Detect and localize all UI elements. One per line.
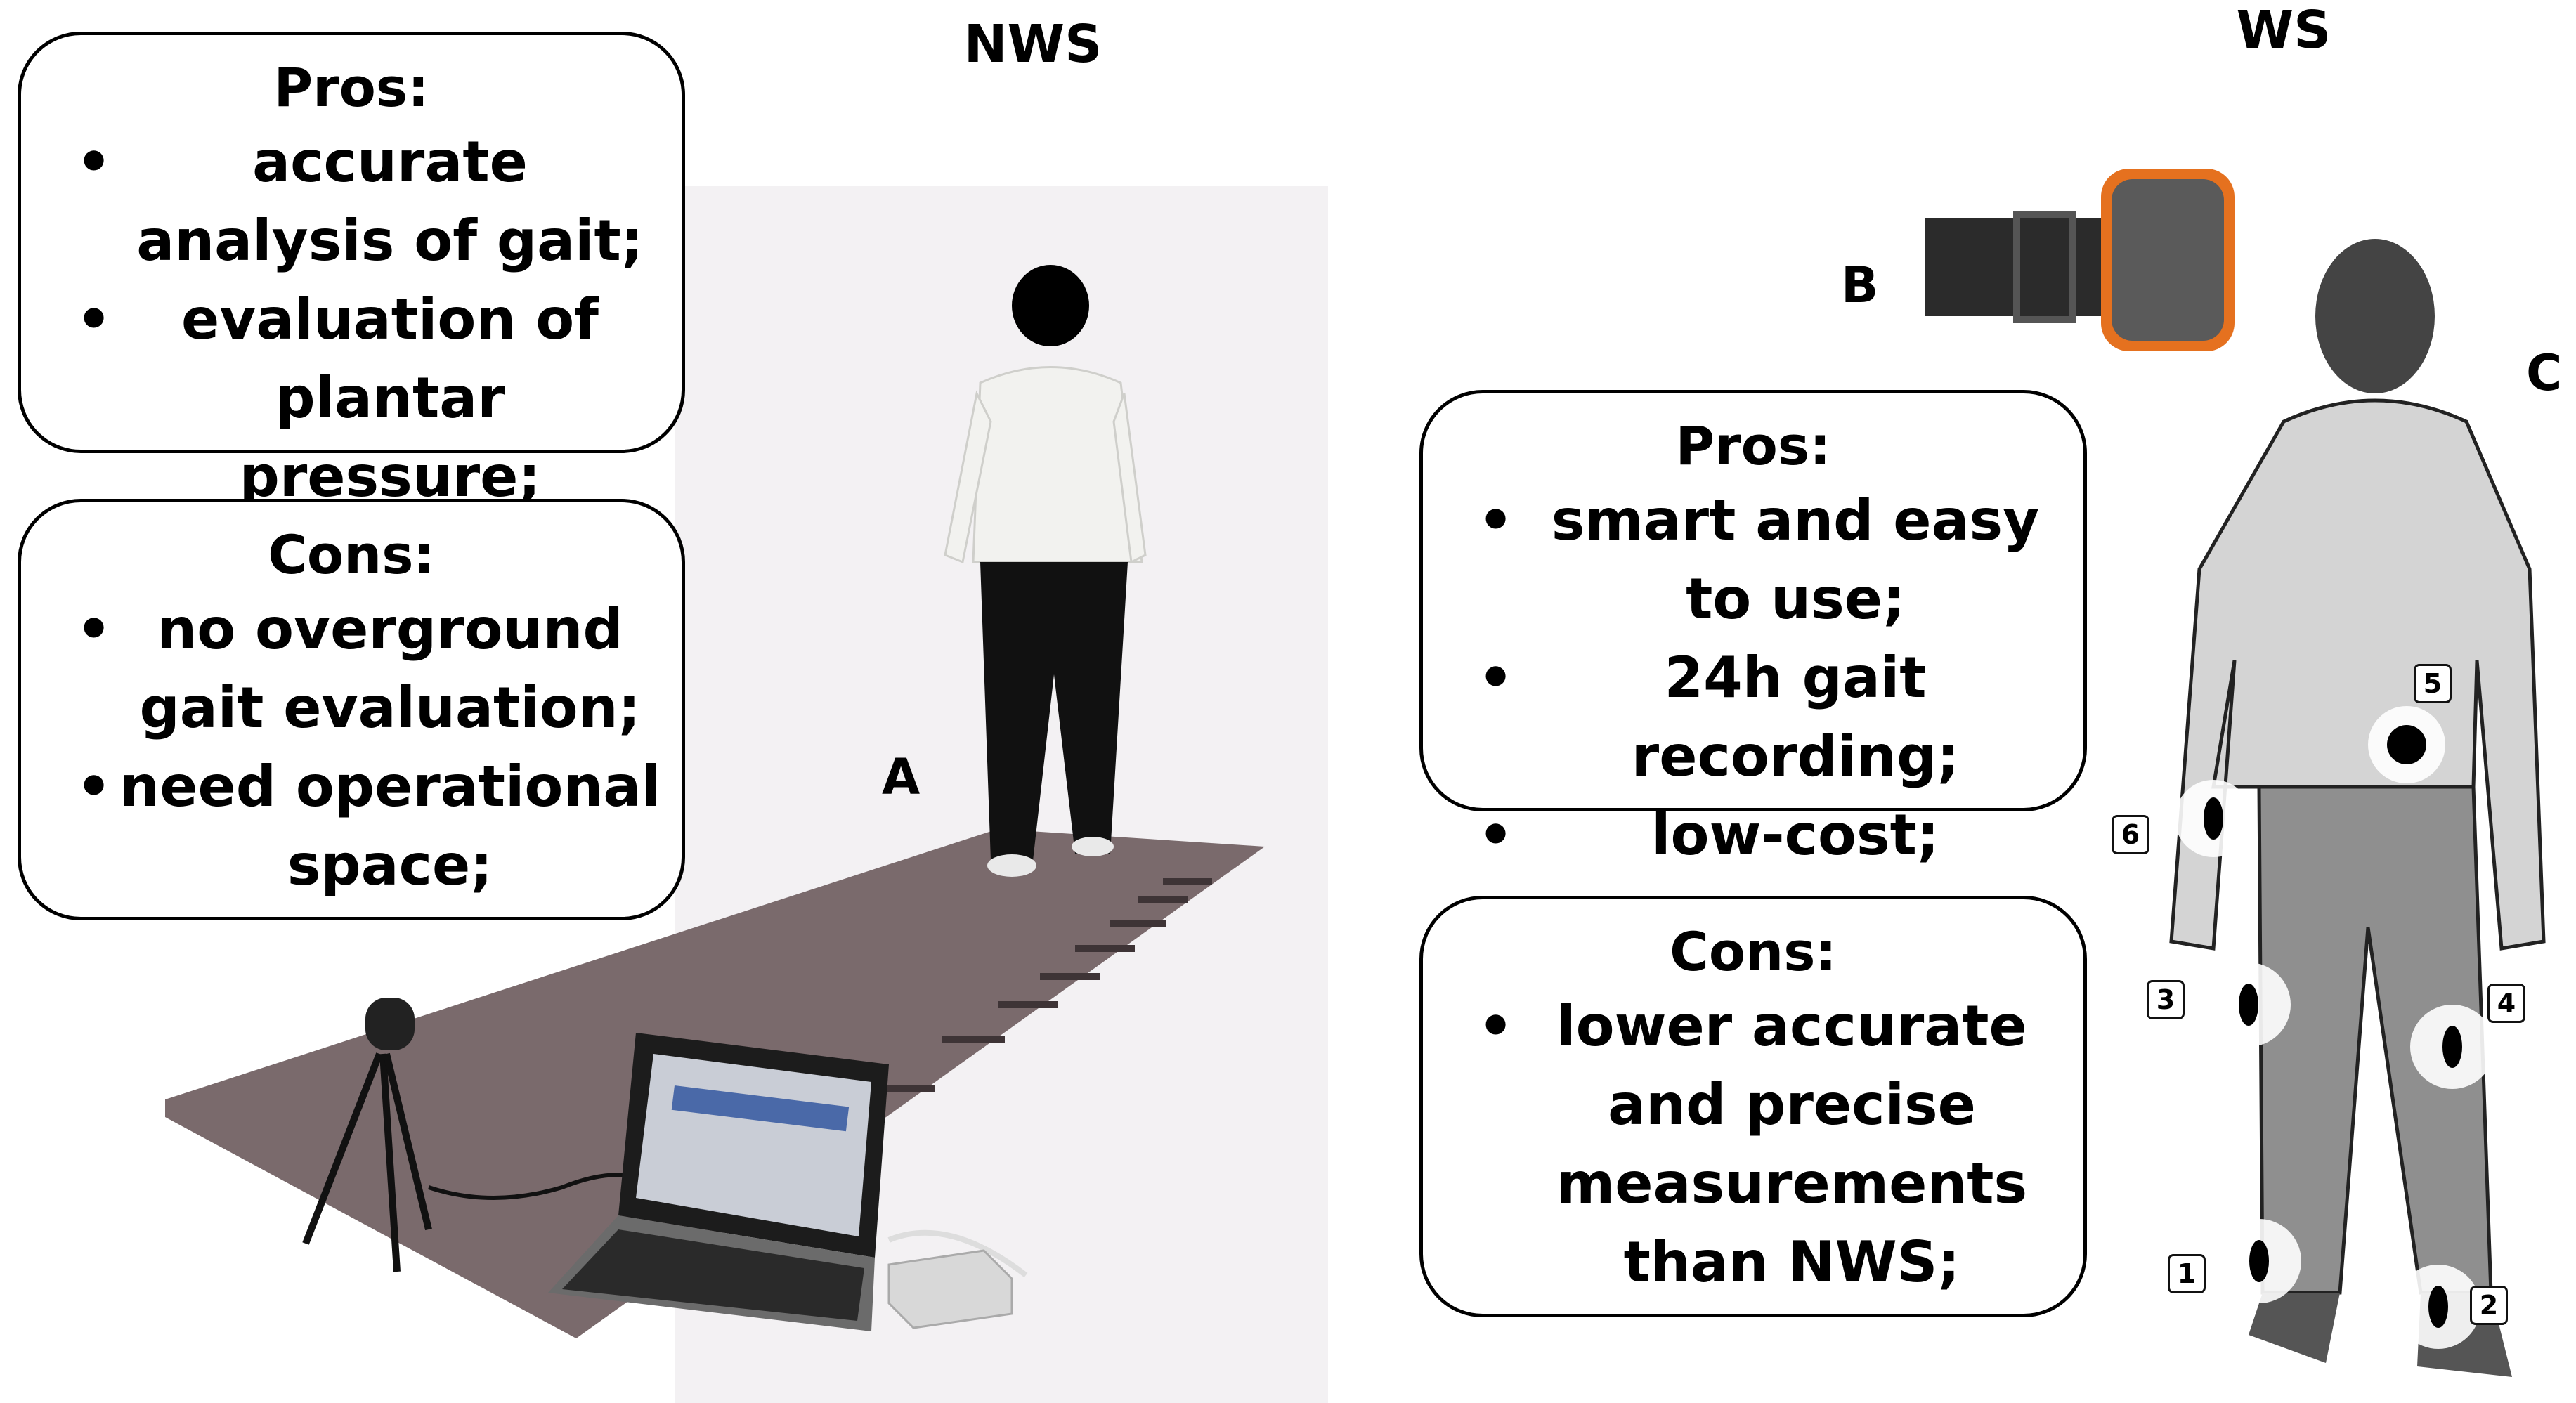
ws-cons-box: Cons: •lower accurate and precise measur…	[1419, 896, 2087, 1317]
ws-pros-item: •smart and easy to use;	[1478, 488, 2040, 632]
nws-cons-title: Cons:	[268, 523, 435, 586]
sensor-label-1: 1	[2168, 1254, 2206, 1293]
gait-walkway-illustration	[165, 265, 1265, 1338]
panel-letter-a: A	[882, 748, 921, 806]
sensor-label-2: 2	[2470, 1286, 2508, 1325]
nws-heading: NWS	[963, 14, 1102, 74]
nws-cons-box: Cons: •no overground gait evaluation; •n…	[18, 499, 685, 920]
nws-cons-item: •no overground gait evaluation;	[76, 596, 641, 740]
sensor-label-5: 5	[2414, 664, 2452, 703]
ws-pros-title: Pros:	[1675, 415, 1831, 477]
sensor-label-3: 3	[2147, 980, 2185, 1019]
ws-heading: WS	[2236, 0, 2331, 60]
wearable-band-sensor-illustration	[1925, 169, 2235, 351]
ws-cons-title: Cons:	[1670, 920, 1837, 983]
ws-pros-item: •low-cost;	[1478, 802, 1939, 868]
panel-letter-b: B	[1841, 256, 1879, 314]
panel-letter-c: C	[2526, 344, 2563, 402]
nws-pros-title: Pros:	[273, 56, 429, 119]
sensor-label-6: 6	[2112, 815, 2149, 854]
nws-pros-item: •accurate analysis of gait;	[76, 129, 644, 273]
nws-pros-item: •evaluation of plantar pressure;	[76, 287, 599, 509]
sensor-label-4: 4	[2487, 984, 2525, 1023]
ws-pros-item: •24h gait recording;	[1478, 645, 1960, 789]
nws-cons-item: •need operational space;	[76, 754, 661, 898]
nws-pros-box: Pros: •accurate analysis of gait; •evalu…	[18, 32, 685, 509]
ws-pros-box: Pros: •smart and easy to use; •24h gait …	[1419, 390, 2087, 868]
ws-cons-item: •lower accurate and precise measurements…	[1478, 993, 2028, 1295]
body-sensor-placement-illustration	[2169, 239, 2546, 1377]
